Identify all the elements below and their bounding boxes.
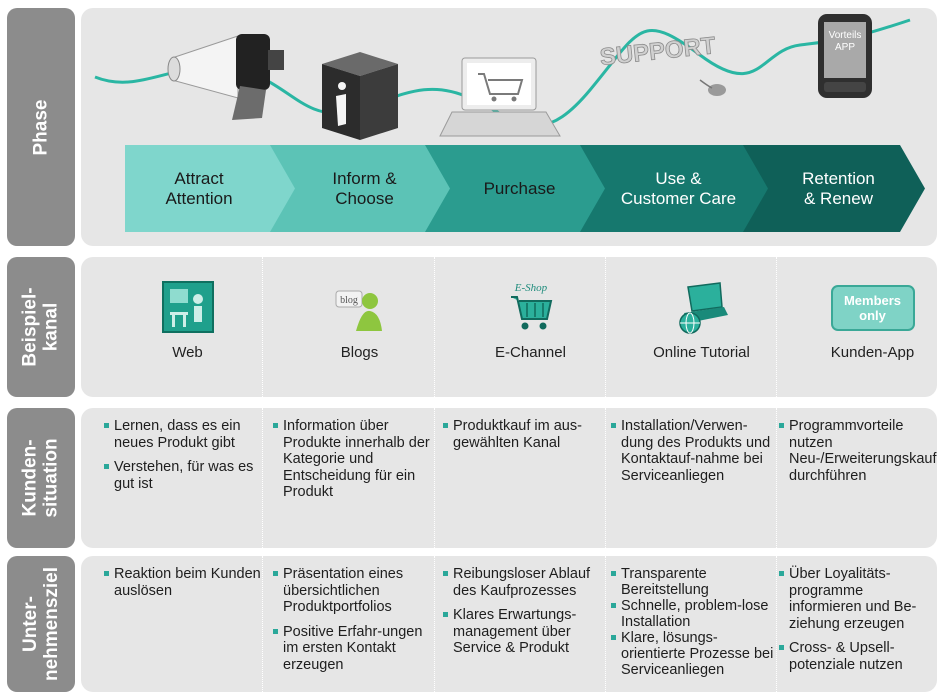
situation-bullet: Installation/Verwen-dung des Produkts un… xyxy=(610,418,775,484)
situation-bullet: Verstehen, für was es gut ist xyxy=(103,459,271,492)
megaphone-icon xyxy=(167,34,284,120)
phase-chevrons: Attract Attention Inform & Choose Purcha… xyxy=(125,145,925,232)
goal-bullet: Über Loyalitäts-programme informieren un… xyxy=(778,566,938,632)
situation-bullet: Information über Produkte innerhalb der … xyxy=(272,418,440,501)
situation-cell-2: Information über Produkte innerhalb der … xyxy=(272,418,440,509)
app-text-line2: APP xyxy=(835,42,855,53)
goal-bullet: Cross- & Upsell-potenziale nutzen xyxy=(778,640,938,673)
goal-cell-2: Präsentation eines übersichtlichen Produ… xyxy=(272,566,440,681)
situation-panel xyxy=(81,408,937,548)
goal-cell-4: Transparente Bereitstellung Schnelle, pr… xyxy=(610,566,775,678)
web-icon xyxy=(160,279,216,335)
journey-illustration: SUPPORT Vorteils APP xyxy=(94,14,911,140)
goal-cell-3: Reibungsloser Ablauf des Kaufprozesses K… xyxy=(442,566,610,665)
members-only-icon: Members only xyxy=(830,285,915,341)
channel-label: Online Tutorial xyxy=(653,344,750,361)
situation-cell-3: Produktkauf im aus-gewählten Kanal xyxy=(442,418,610,459)
channel-label: Web xyxy=(172,344,203,361)
situation-bullet: Programmvorteile nutzen Neu-/Erweiterung… xyxy=(778,418,938,484)
goal-cell-1: Reaktion beim Kunden auslösen xyxy=(103,566,271,607)
goal-bullet: Reaktion beim Kunden auslösen xyxy=(103,566,271,599)
situation-cell-4: Installation/Verwen-dung des Produkts un… xyxy=(610,418,775,492)
row-label-phase: Phase xyxy=(7,8,75,246)
goal-bullet: Schnelle, problem-lose Installation xyxy=(610,598,775,630)
situation-cell-5: Programmvorteile nutzen Neu-/Erweiterung… xyxy=(778,418,938,492)
goal-bullet: Reibungsloser Ablauf des Kaufprozesses xyxy=(442,566,610,599)
row-label-situation: Kunden- situation xyxy=(7,408,75,548)
channel-web: Web xyxy=(105,262,270,392)
channel-echannel: E-Shop E-Channel xyxy=(448,262,613,392)
laptop-cart-icon xyxy=(439,57,561,137)
goal-cell-5: Über Loyalitäts-programme informieren un… xyxy=(778,566,938,681)
shopping-cart-icon: E-Shop xyxy=(503,279,559,335)
situation-bullet: Produktkauf im aus-gewählten Kanal xyxy=(442,418,610,451)
channel-kunden-app: Members only Kunden-App xyxy=(790,262,943,392)
row-label-goal-text: Unter- nehmensziel xyxy=(20,566,63,682)
goal-bullet: Klares Erwartungs-management über Servic… xyxy=(442,607,610,657)
goal-panel xyxy=(81,556,937,692)
situation-bullet: Lernen, dass es ein neues Produkt gibt xyxy=(103,418,271,451)
support-sign-icon: SUPPORT xyxy=(598,32,726,96)
svg-text:blog: blog xyxy=(340,295,358,306)
laptop-globe-icon xyxy=(674,279,730,335)
channel-label: E-Channel xyxy=(495,344,566,361)
phase-chevron-purchase: Purchase xyxy=(424,145,605,232)
info-cube-icon xyxy=(322,52,398,140)
channel-panel xyxy=(81,257,937,397)
row-label-situation-text: Kunden- situation xyxy=(20,438,63,518)
row-label-channel: Beispiel- kanal xyxy=(7,257,75,397)
phase-chevron-inform: Inform & Choose xyxy=(269,145,450,232)
app-text-line1: Vorteils xyxy=(829,30,862,41)
situation-cell-1: Lernen, dass es ein neues Produkt gibt V… xyxy=(103,418,271,500)
channel-online-tutorial: Online Tutorial xyxy=(619,262,784,392)
goal-bullet: Positive Erfahr-ungen im ersten Kontakt … xyxy=(272,624,440,674)
phase-chevron-use: Use & Customer Care xyxy=(579,145,768,232)
smartphone-icon: Vorteils APP xyxy=(818,14,872,98)
phase-chevron-attract: Attract Attention xyxy=(125,145,295,232)
goal-bullet: Präsentation eines übersichtlichen Produ… xyxy=(272,566,440,616)
goal-bullet: Transparente Bereitstellung xyxy=(610,566,775,598)
svg-text:E-Shop: E-Shop xyxy=(513,282,547,294)
blog-icon: blog xyxy=(332,279,388,335)
row-label-channel-text: Beispiel- kanal xyxy=(20,287,63,367)
channel-label: Blogs xyxy=(340,344,379,361)
support-text: SUPPORT xyxy=(599,32,718,71)
channel-label: Kunden-App xyxy=(830,344,915,361)
row-label-goal: Unter- nehmensziel xyxy=(7,556,75,692)
channel-blogs: blog Blogs xyxy=(277,262,442,392)
phase-chevron-retention: Retention & Renew xyxy=(742,145,925,232)
goal-bullet: Klare, lösungs-orientierte Prozesse bei … xyxy=(610,630,775,678)
